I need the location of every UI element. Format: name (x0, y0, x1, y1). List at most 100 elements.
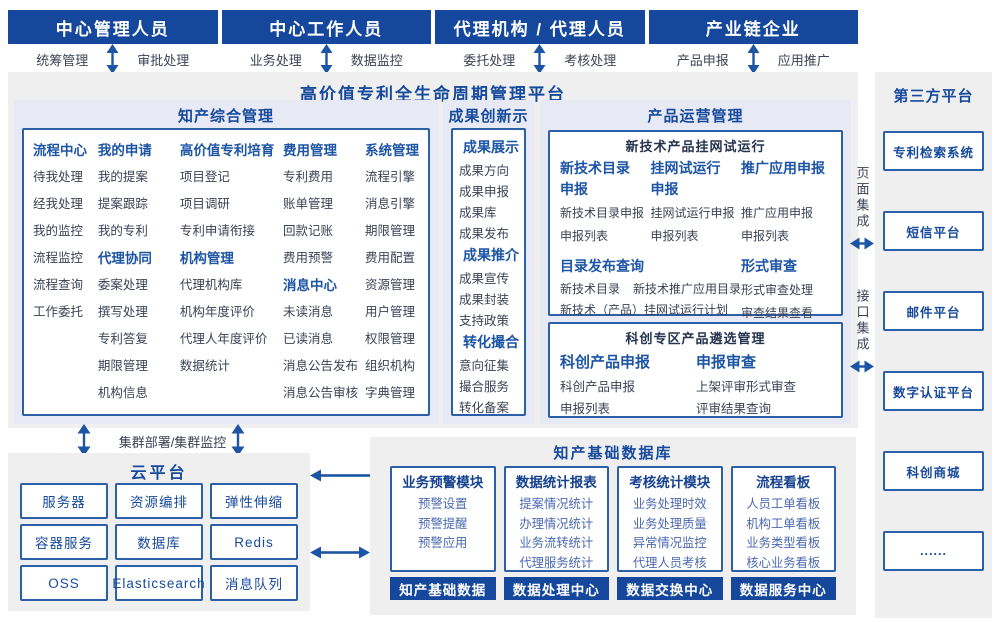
vertical-double-arrow-icon (747, 44, 760, 74)
module-item: 代理服务统计 (519, 555, 594, 570)
ip-item: 待我处理 (33, 170, 84, 184)
role-title-bar: 中心工作人员 (221, 10, 431, 44)
achievement-item: 成果宣传 (459, 272, 510, 286)
data-center-bar: 数据服务中心 (730, 577, 836, 600)
role-function-right: 考核处理 (564, 52, 617, 68)
third-party-panel: 第三方平台 专利检索系统短信平台邮件平台数字认证平台科创商城...... (875, 72, 992, 618)
ip-item: 工作委托 (33, 305, 84, 319)
ip-base-database-panel: 知产基础数据库 业务预警模块预警设置预警提醒预警应用知产基础数据数据统计报表提案… (370, 437, 856, 615)
ip-item: 组织机构 (365, 359, 416, 373)
ip-item: 经我处理 (33, 197, 84, 211)
cloud-service-item: Redis (210, 524, 298, 560)
achievement-item: 意向征集 (459, 359, 510, 373)
cloud-service-item: 消息队列 (210, 565, 298, 601)
achievement-item: 成果申报 (459, 185, 510, 199)
ip-group-header: 消息中心 (282, 277, 337, 293)
group-header: 挂网试运行申报 (650, 160, 721, 197)
vertical-double-arrow-icon (106, 44, 119, 74)
achievement-item: 成果封装 (459, 293, 510, 307)
module-item: 预警提醒 (418, 516, 468, 531)
role-column: 产业链企业产品申报 应用推广 (648, 10, 858, 74)
section-title: 产品运营管理 (647, 108, 744, 125)
achievement-item: 转化备案 (459, 401, 510, 415)
role-function-right: 应用推广 (777, 52, 830, 68)
ip-item: 撰写处理 (97, 305, 148, 319)
third-party-title: 第三方平台 (893, 88, 974, 105)
review-item: 形式审查处理 (741, 283, 814, 297)
ip-item: 期限管理 (365, 224, 416, 238)
data-center-bar: 数据处理中心 (503, 577, 609, 600)
trial-column: 推广应用申报推广应用申报申报列表 (741, 158, 831, 248)
ip-column: 我的申请我的提案提案跟踪我的专利代理协同委案处理撰写处理专利答复期限管理机构信息 (98, 135, 180, 409)
ip-item: 提案跟踪 (97, 197, 148, 211)
trial-row2: 目录发布查询 新技术目录 新技术推广应用目录 新技术（产品）挂网试运行计划 形式… (560, 253, 831, 325)
cloud-service-item: 弹性伸缩 (210, 483, 298, 519)
module-item: 业务处理质量 (632, 516, 707, 531)
integration-label: 接口集成 (854, 289, 870, 353)
third-party-item: 短信平台 (883, 211, 984, 251)
ip-item: 项目登记 (179, 170, 230, 184)
box-title: 新技术产品挂网试运行 (625, 139, 766, 154)
module-item: 业务流转统计 (519, 536, 594, 550)
module-item: 代理人员考核 (632, 555, 707, 570)
ip-item: 回款记账 (282, 224, 333, 238)
catalog-item: 新技术（产品）挂网试运行计划 (560, 303, 729, 317)
third-party-item: 专利检索系统 (883, 131, 984, 171)
ip-item: 字典管理 (365, 386, 416, 400)
trial-column: 挂网试运行申报挂网试运行申报申报列表 (651, 158, 741, 248)
role-title-bar: 产业链企业 (648, 10, 858, 44)
achievement-item: 成果发布 (459, 227, 510, 241)
horizontal-double-arrow-icon (850, 237, 874, 250)
cloud-service-item: 数据库 (115, 524, 203, 560)
trial-column: 新技术目录申报新技术目录申报申报列表 (560, 158, 650, 248)
role-function-left: 统筹管理 (36, 52, 89, 68)
ip-item: 已读消息 (282, 332, 333, 346)
catalog-publish-query: 目录发布查询 新技术目录 新技术推广应用目录 新技术（产品）挂网试运行计划 (560, 253, 741, 325)
module-header: 考核统计模块 (629, 475, 711, 490)
section-title: 知产综合管理 (177, 108, 274, 125)
cluster-deploy-monitor-label: 集群部署/集群监控 (118, 435, 227, 450)
role-column: 代理机构 / 代理人员委托处理考核处理 (435, 10, 645, 74)
vertical-double-arrow-icon (533, 44, 546, 74)
ip-column: 系统管理流程引擎消息引擎期限管理费用配置资源管理用户管理权限管理组织机构字典管理 (365, 135, 419, 409)
trial-columns: 新技术目录申报新技术目录申报申报列表挂网试运行申报挂网试运行申报申报列表推广应用… (560, 158, 831, 248)
achievement-item: 成果库 (459, 206, 497, 220)
group-header: 形式审查 (741, 258, 798, 274)
group-header: 新技术目录申报 (560, 160, 630, 197)
module-header: 业务预警模块 (402, 475, 484, 490)
role-function-left: 产品申报 (676, 52, 729, 68)
ip-item: 未读消息 (282, 305, 333, 319)
ip-group-header: 高价值专利培育 (179, 142, 275, 158)
ip-item: 数据统计 (179, 359, 230, 373)
third-party-item: 科创商城 (883, 451, 984, 491)
page-integration: 页面集成 (850, 166, 874, 250)
user-roles-row: 中心管理人员统筹管理审批处理中心工作人员业务处理数据监控代理机构 / 代理人员委… (8, 10, 858, 74)
role-functions: 统筹管理审批处理 (8, 44, 218, 74)
box-title: 科创专区产品遴选管理 (625, 331, 766, 346)
catalog-item: 新技术推广应用目录 (633, 282, 742, 296)
database-modules: 业务预警模块预警设置预警提醒预警应用知产基础数据数据统计报表提案情况统计办理情况… (390, 466, 836, 600)
trial-item: 挂网试运行申报 (650, 206, 735, 220)
selection-item: 科创产品申报 (560, 380, 636, 394)
module-header: 数据统计报表 (515, 475, 597, 490)
ip-management-box: 流程中心待我处理经我处理我的监控流程监控流程查询工作委托我的申请我的提案提案跟踪… (22, 128, 430, 416)
module-item: 异常情况监控 (632, 536, 707, 550)
horizontal-double-arrow-icon (850, 360, 874, 373)
sci-tech-selection-box: 科创专区产品遴选管理 科创产品申报科创产品申报申报列表申报审查上架评审形式审查评… (548, 322, 843, 418)
ip-group-header: 费用管理 (282, 142, 337, 158)
module-item: 核心业务看板 (746, 555, 821, 570)
ip-item: 费用配置 (365, 251, 416, 265)
section-achievement-demo: 成果创新示范 成果展示成果方向成果申报成果库成果发布成果推介成果宣传成果封装支持… (443, 100, 534, 424)
left-arrow-icon (310, 469, 370, 482)
achievement-item: 撮合服务 (459, 380, 510, 394)
achievement-group-header: 成果推介 (463, 247, 519, 263)
role-functions: 委托处理 考核处理 (435, 44, 645, 74)
ip-item: 我的专利 (97, 224, 148, 238)
role-function-left: 委托处理 (463, 52, 516, 68)
ip-item: 我的监控 (33, 224, 84, 238)
trial-item: 申报列表 (650, 229, 699, 243)
ip-item: 权限管理 (365, 332, 416, 346)
selection-item: 上架评审形式审查 (696, 380, 797, 394)
section-ip-management: 知产综合管理 流程中心待我处理经我处理我的监控流程监控流程查询工作委托我的申请我… (14, 100, 438, 424)
